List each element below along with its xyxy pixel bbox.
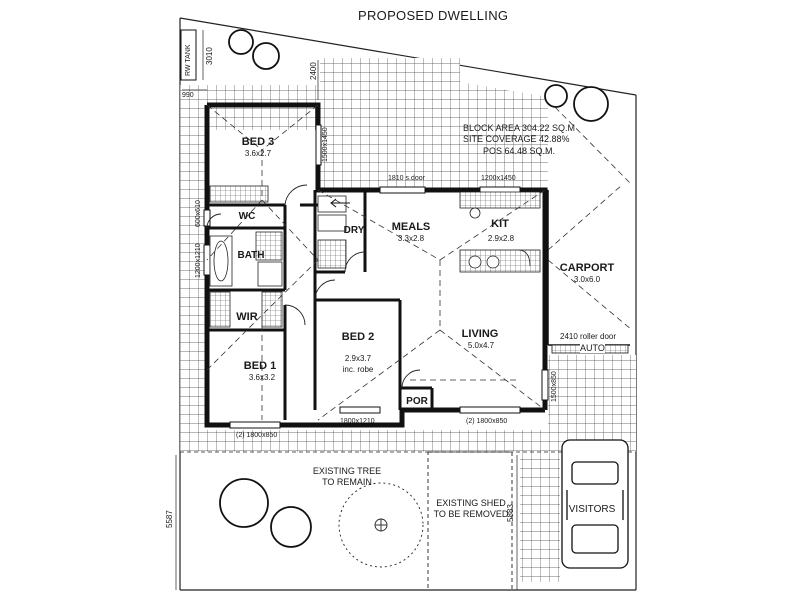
paved-areas bbox=[180, 58, 636, 582]
existing-tree-label: EXISTING TREE TO REMAIN bbox=[313, 466, 381, 488]
window-label-bath: 600x610 bbox=[195, 200, 202, 227]
block-area: BLOCK AREA 304.22 SQ.M bbox=[463, 123, 576, 133]
room-por: POR bbox=[406, 396, 428, 407]
room-bed1: BED 1 bbox=[243, 360, 277, 372]
room-bed2: BED 2 bbox=[341, 331, 375, 343]
room-bath: BATH bbox=[237, 250, 265, 261]
room-bed3-size: 3.6x2.7 bbox=[244, 149, 272, 158]
site-coverage: SITE COVERAGE 42.88% bbox=[463, 134, 570, 145]
room-bed2-size: 2.9x3.7 bbox=[344, 354, 372, 363]
room-carport: CARPORT bbox=[559, 262, 615, 274]
room-meals-size: 3.3x2.8 bbox=[397, 234, 425, 243]
room-dry: DRY bbox=[343, 225, 365, 236]
existing-shed-line2: TO BE REMOVED bbox=[433, 508, 509, 519]
window-label-bed3-side: 1500x1450 bbox=[322, 127, 329, 162]
existing-shed-line1: EXISTING SHED bbox=[436, 498, 506, 508]
window-label-bed2: 1800x1210 bbox=[340, 418, 375, 425]
room-kit-size: 2.9x2.8 bbox=[487, 234, 515, 243]
room-meals: MEALS bbox=[391, 221, 431, 233]
visitor-car-icon bbox=[561, 439, 629, 569]
window-label-bath2: 1200x1210 bbox=[195, 243, 202, 278]
dim-5883: 5883 bbox=[506, 504, 515, 522]
room-bed2-note: inc. robe bbox=[342, 365, 374, 374]
site-info: BLOCK AREA 304.22 SQ.M SITE COVERAGE 42.… bbox=[463, 123, 575, 157]
rw-tank-label: RW TANK bbox=[185, 44, 192, 76]
dim-5587: 5587 bbox=[165, 510, 174, 528]
window-label-kit: 1200x1450 bbox=[481, 175, 516, 182]
window-label-living: (2) 1800x850 bbox=[466, 418, 508, 425]
auto-label: AUTO bbox=[580, 343, 605, 353]
existing-tree-icon bbox=[338, 482, 424, 568]
room-living: LIVING bbox=[461, 328, 499, 340]
arrow-icon bbox=[330, 198, 350, 208]
room-living-size: 5.0x4.7 bbox=[467, 341, 495, 350]
existing-shed-outline bbox=[427, 451, 513, 591]
existing-tree-line1: EXISTING TREE bbox=[312, 466, 382, 476]
room-wc: WC bbox=[238, 211, 256, 222]
window-label-sdoor: 1810 s.door bbox=[388, 175, 425, 182]
dimension-lines bbox=[175, 30, 518, 590]
visitors-label: VISITORS bbox=[568, 504, 616, 515]
room-bed3: BED 3 bbox=[241, 136, 275, 148]
dim-2400: 2400 bbox=[309, 62, 318, 80]
roof-lines bbox=[206, 99, 633, 421]
dim-3010: 3010 bbox=[205, 47, 214, 65]
dim-990: 990 bbox=[182, 92, 194, 99]
existing-tree-line2: TO REMAIN bbox=[322, 476, 372, 487]
window-label-bed1: (2) 1800x850 bbox=[236, 432, 278, 439]
pos-area: POS 64.48 SQ.M. bbox=[483, 145, 556, 156]
page-title: PROPOSED DWELLING bbox=[358, 8, 509, 23]
fixtures bbox=[209, 185, 541, 328]
rw-tank bbox=[180, 29, 197, 81]
trees bbox=[219, 29, 609, 548]
room-wir: WIR bbox=[236, 311, 258, 323]
existing-shed-label: EXISTING SHED TO BE REMOVED bbox=[433, 498, 509, 520]
room-carport-size: 3.0x6.0 bbox=[573, 275, 601, 284]
roller-door-label: 2410 roller door bbox=[560, 332, 617, 341]
internal-walls bbox=[207, 190, 434, 420]
room-kit: KIT bbox=[491, 218, 509, 230]
door-swings bbox=[206, 184, 421, 389]
room-bed1-size: 3.6x3.2 bbox=[248, 373, 276, 382]
window-label-carport-side: 1500x850 bbox=[551, 371, 558, 402]
